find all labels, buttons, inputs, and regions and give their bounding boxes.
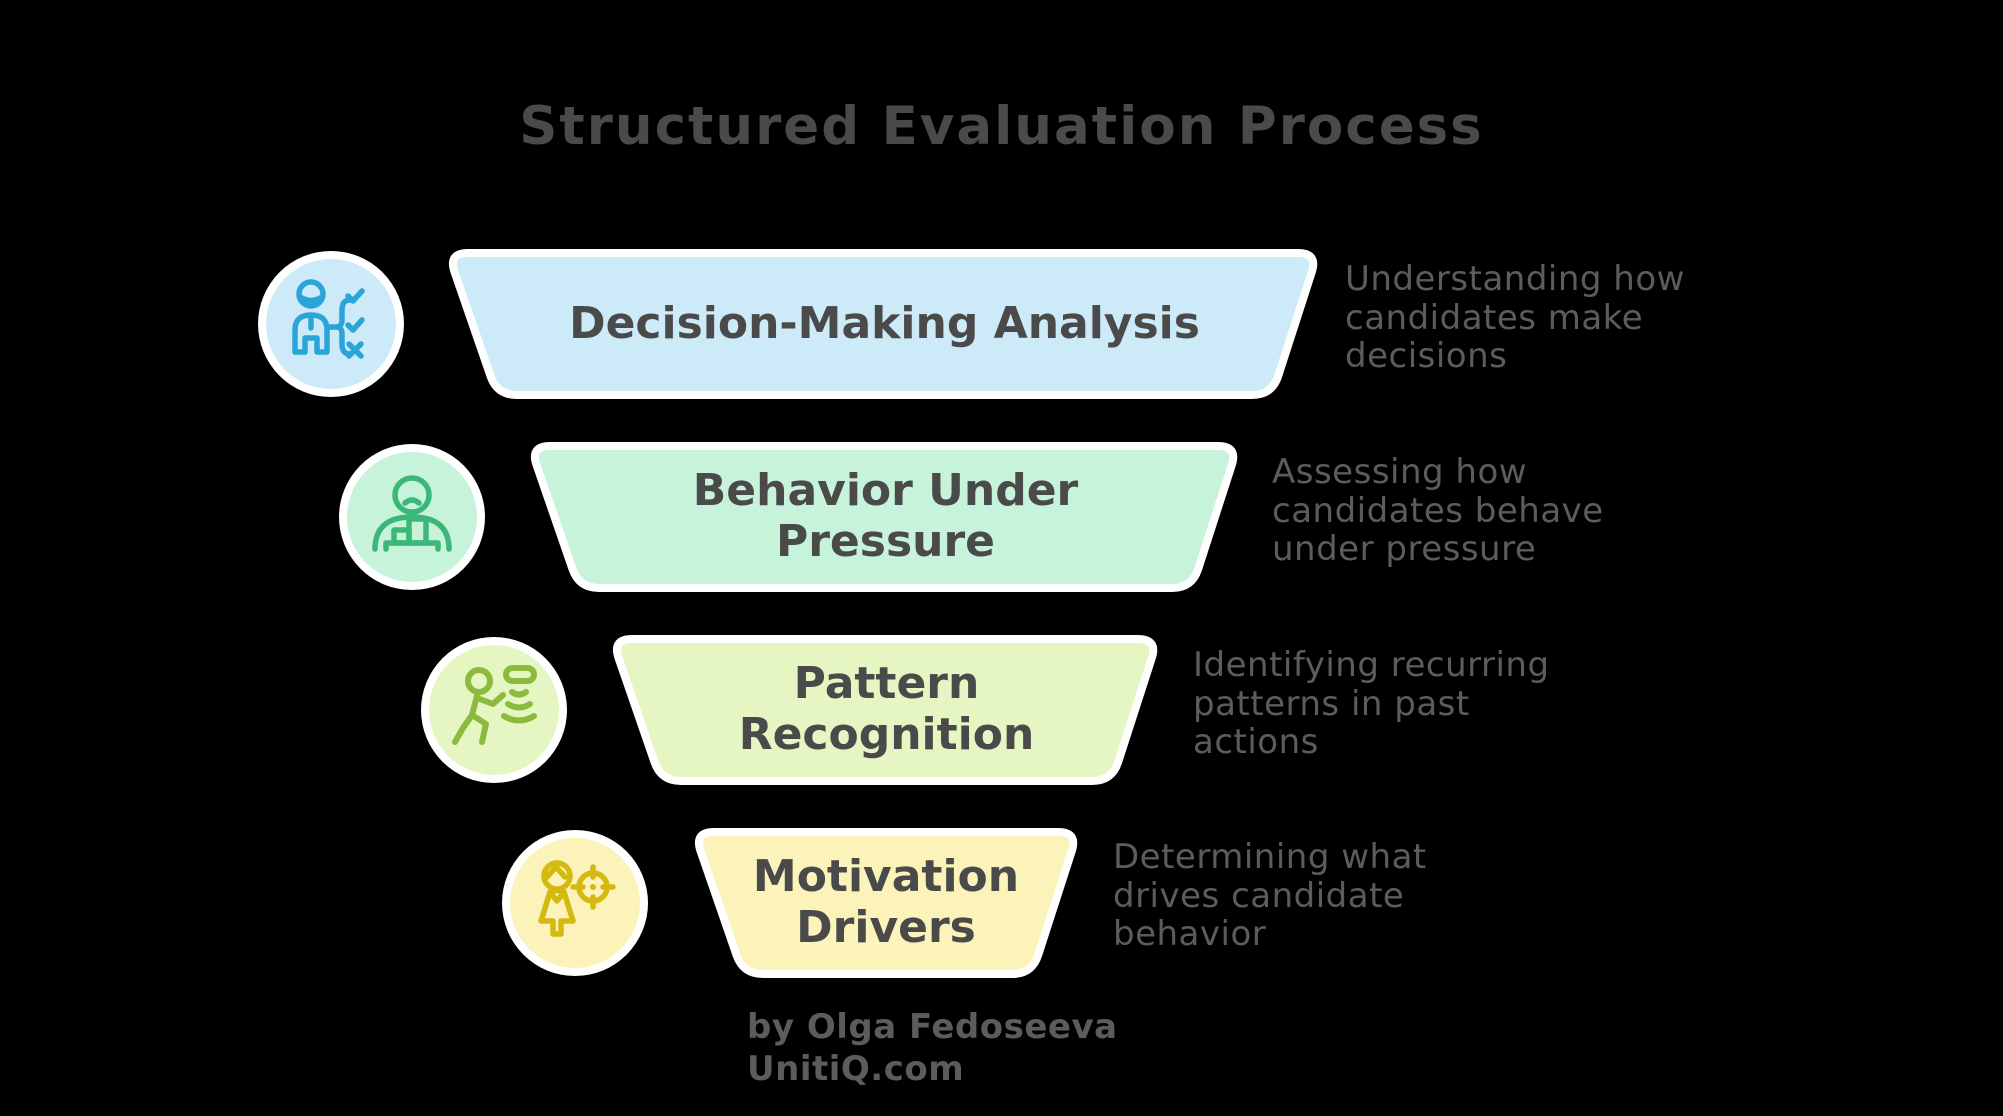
stage-4-description: Determining what drives candidate behavi… — [1113, 838, 1493, 954]
funnel-stage-2-shape — [530, 442, 1238, 592]
description-line: actions — [1193, 722, 1319, 762]
stage-2-description: Assessing how candidates behave under pr… — [1272, 453, 1632, 569]
stage-1-label: Decision-Making Analysis — [569, 297, 1200, 349]
description-line: Assessing how — [1272, 452, 1528, 492]
person-decision-tree-icon — [292, 279, 365, 359]
description-line: behavior — [1113, 914, 1267, 954]
page-title: Structured Evaluation Process — [519, 96, 1484, 157]
description-line: patterns in past — [1193, 683, 1470, 724]
stage-4-icon-circle — [510, 838, 640, 968]
description-line: Understanding how — [1345, 259, 1685, 299]
person-target-icon — [538, 860, 616, 937]
stage-4-label: Motivation Drivers — [752, 851, 1020, 953]
stage-2-icon-circle — [347, 452, 477, 582]
stage-3-description: Identifying recurring patterns in past a… — [1193, 646, 1573, 762]
stage-2-label: Behavior Under Pressure — [692, 465, 1079, 567]
footer-site: UnitiQ.com — [747, 1049, 965, 1089]
description-line: Determining what — [1113, 837, 1427, 877]
funnel-stage-1-shape — [448, 249, 1318, 399]
funnel-stage-3-shape — [612, 635, 1158, 785]
description-line: Identifying recurring — [1193, 645, 1550, 685]
footer-byline: by Olga Fedoseeva — [747, 1007, 1118, 1047]
description-line: candidates make — [1345, 297, 1644, 338]
funnel-stage-4-shape — [694, 828, 1078, 978]
footer: by Olga Fedoseeva UnitiQ.com — [747, 1006, 1118, 1090]
description-line: under pressure — [1272, 529, 1537, 569]
description-line: drives candidate — [1113, 875, 1405, 916]
stage-3-icon-circle — [429, 645, 559, 775]
stressed-person-chart-icon — [372, 475, 452, 552]
stage-1-icon-circle — [266, 259, 396, 389]
description-line: decisions — [1345, 336, 1508, 376]
stage-3-label: Pattern Recognition — [738, 658, 1035, 760]
stage-1-description: Understanding how candidates make decisi… — [1345, 260, 1705, 376]
moving-person-signal-icon — [452, 665, 537, 745]
description-line: candidates behave — [1272, 490, 1604, 531]
